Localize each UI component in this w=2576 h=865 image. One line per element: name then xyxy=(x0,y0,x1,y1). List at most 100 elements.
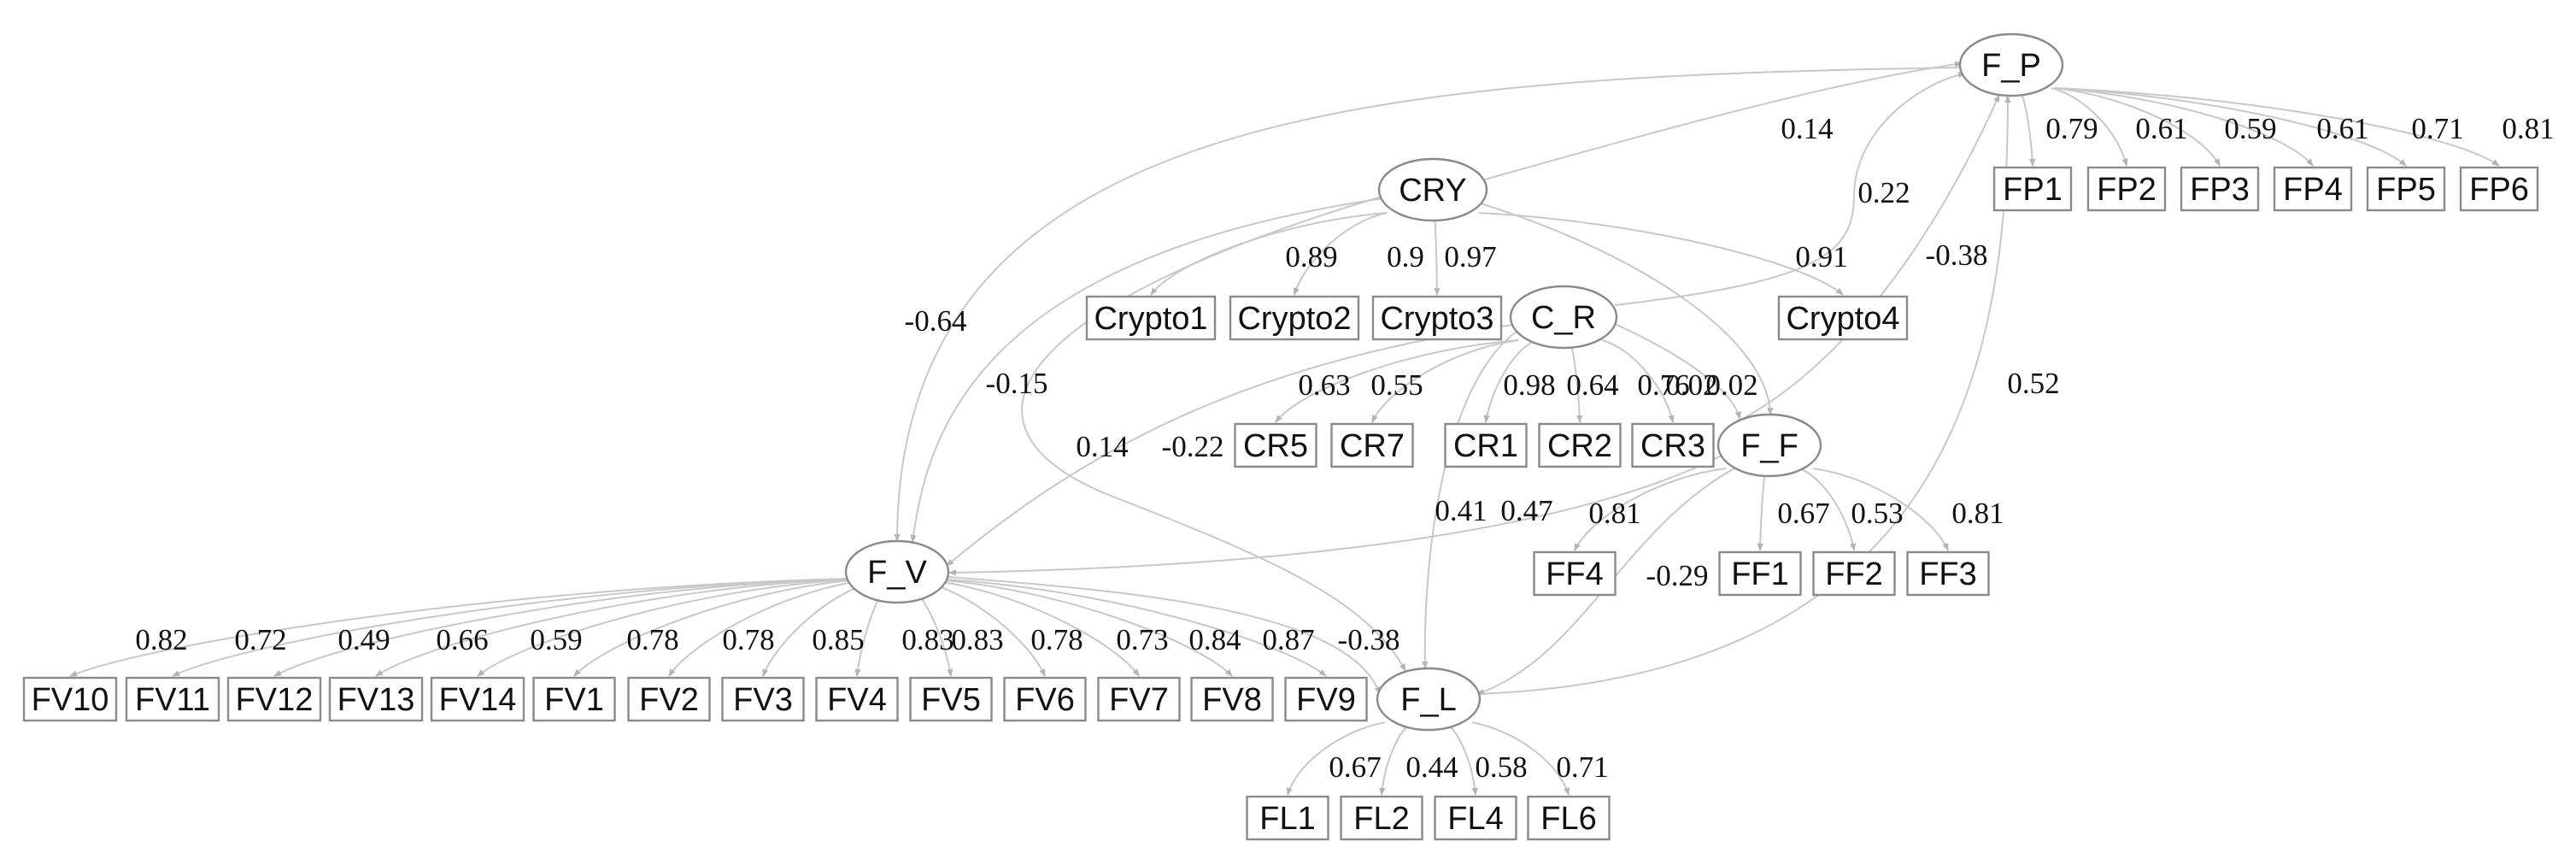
path-coef-f_f-to-f_v: 0.47 xyxy=(1500,494,1552,527)
path-coef-c_r-to-f_f: 0.02 xyxy=(1705,368,1757,402)
indicator-label: FV13 xyxy=(337,682,415,718)
loading-label-ff1: 0.67 xyxy=(1777,497,1829,530)
indicator-box xyxy=(1097,676,1181,722)
loading-label-fp1: 0.79 xyxy=(2045,112,2098,145)
loading-edge-fv9 xyxy=(931,578,1327,677)
loading-edge-fp3 xyxy=(2054,87,2221,167)
loading-label-crypto3: 0.97 xyxy=(1444,240,1496,274)
path-coef-cry-to-f_v: -0.15 xyxy=(986,367,1048,400)
indicator-box xyxy=(1444,422,1528,468)
indicator-node-crypto4: Crypto4 xyxy=(1777,295,1909,341)
loading-label-fp3: 0.59 xyxy=(2224,112,2276,145)
path-edge-c_r-to-f_p xyxy=(1614,72,1966,306)
indicator-node-fv4: FV4 xyxy=(815,676,899,722)
loading-edge-fv7 xyxy=(916,578,1140,677)
latent-node-f-p: F_P xyxy=(1958,32,2064,97)
indicator-box xyxy=(721,676,805,722)
indicator-box xyxy=(909,676,993,722)
indicator-label: FP4 xyxy=(2283,172,2343,208)
path-edge-c_r-to-f_v xyxy=(946,324,1513,567)
loading-label-fl2: 0.44 xyxy=(1405,750,1458,784)
loading-edge-ff3 xyxy=(1812,468,1949,551)
loading-label-fp4: 0.61 xyxy=(2316,112,2368,145)
indicator-box xyxy=(1812,550,1896,597)
loading-label-crypto2: 0.9 xyxy=(1387,240,1424,274)
indicator-box xyxy=(2180,166,2260,212)
loading-edge-ff1 xyxy=(1757,468,1768,551)
indicator-node-fv2: FV2 xyxy=(627,676,711,722)
path-coef-f_f-to-f_l: -0.29 xyxy=(1646,559,1709,592)
indicator-label: FV3 xyxy=(733,682,793,718)
loading-label-fv5: 0.83 xyxy=(951,623,1003,656)
indicator-node-fp2: FP2 xyxy=(2086,166,2167,212)
path-edge-f_v-to-f_l xyxy=(948,576,1381,695)
loading-label-ff4: 0.81 xyxy=(1588,497,1640,530)
latent-label: C_R xyxy=(1531,300,1596,336)
indicator-box xyxy=(815,676,899,722)
indicator-label: CR3 xyxy=(1640,428,1705,464)
path-edge-c_r-to-f_f xyxy=(1614,323,1741,420)
loading-edge-cr1 xyxy=(1483,339,1537,423)
indicator-box xyxy=(1284,676,1368,722)
indicator-box xyxy=(1718,550,1802,597)
loading-label-fv10: 0.82 xyxy=(135,623,187,656)
indicator-label: FV11 xyxy=(135,682,210,718)
loading-edge-ff4 xyxy=(1574,468,1727,551)
indicator-box xyxy=(328,676,424,722)
loading-label-fv13: 0.66 xyxy=(436,623,488,656)
indicator-box xyxy=(627,676,711,722)
indicator-label: FP1 xyxy=(2003,172,2063,208)
path-coef-c_r-to-f_l: 0.41 xyxy=(1435,494,1487,527)
latent-label: CRY xyxy=(1399,173,1467,209)
indicator-box xyxy=(1229,295,1360,341)
loading-label-crypto4: 0.91 xyxy=(1795,240,1847,274)
loading-edge-cr7 xyxy=(1371,339,1519,423)
indicator-label: FP3 xyxy=(2190,172,2250,208)
indicator-label: FP2 xyxy=(2097,172,2156,208)
path-edge-cry-to-f_p xyxy=(1484,61,1963,180)
indicator-box xyxy=(1190,676,1274,722)
loading-label-fp2: 0.61 xyxy=(2135,112,2187,145)
indicator-node-fp6: FP6 xyxy=(2459,166,2539,212)
loading-label-fv6: 0.78 xyxy=(1030,623,1083,656)
loading-edge-fv14 xyxy=(477,578,864,677)
indicator-box xyxy=(1527,795,1611,841)
loading-label-ff3: 0.81 xyxy=(1951,497,2004,530)
loading-label-fv2: 0.78 xyxy=(722,623,774,656)
loading-edge-fl6 xyxy=(1471,721,1570,796)
indicator-box xyxy=(2366,166,2446,212)
indicator-node-ff3: FF3 xyxy=(1906,550,1990,597)
indicator-node-fv10: FV10 xyxy=(22,676,118,722)
loading-label-fl1: 0.67 xyxy=(1329,750,1381,784)
indicator-node-fv5: FV5 xyxy=(909,676,993,722)
loading-edge-crypto3 xyxy=(1433,212,1441,296)
latent-ellipse xyxy=(1376,667,1482,732)
indicator-label: FF2 xyxy=(1825,556,1883,592)
indicator-label: FV6 xyxy=(1015,682,1075,718)
loading-edge-fp2 xyxy=(2051,87,2128,167)
loading-edge-fv12 xyxy=(273,578,851,677)
indicator-box xyxy=(1533,550,1617,597)
path-coef-f_v-to-f_l: -0.38 xyxy=(1338,623,1400,656)
loading-edge-crypto1 xyxy=(1150,212,1388,296)
latent-node-c-r: C_R xyxy=(1509,285,1618,350)
loading-edge-fv2 xyxy=(668,578,879,677)
loading-label-fv12: 0.49 xyxy=(337,623,390,656)
loading-label-fv11: 0.72 xyxy=(234,623,286,656)
indicator-label: FL4 xyxy=(1447,801,1503,837)
indicator-box xyxy=(1371,295,1503,341)
path-coef-cry-to-f_p: 0.14 xyxy=(1781,112,1833,145)
path-edge-cry-to-f_f xyxy=(1480,203,1774,415)
indicator-box xyxy=(125,676,220,722)
latent-label: F_F xyxy=(1740,428,1799,464)
indicator-node-fp4: FP4 xyxy=(2273,166,2353,212)
indicator-box xyxy=(1246,795,1329,841)
loading-edge-fp1 xyxy=(2017,87,2036,167)
loading-edge-cr3 xyxy=(1601,339,1675,423)
indicator-node-cr2: CR2 xyxy=(1538,422,1622,468)
indicator-label: FV5 xyxy=(921,682,981,718)
latent-node-f-v: F_V xyxy=(844,539,950,604)
indicator-node-ff4: FF4 xyxy=(1533,550,1617,597)
indicator-node-fv8: FV8 xyxy=(1190,676,1274,722)
latent-label: F_L xyxy=(1400,682,1456,718)
